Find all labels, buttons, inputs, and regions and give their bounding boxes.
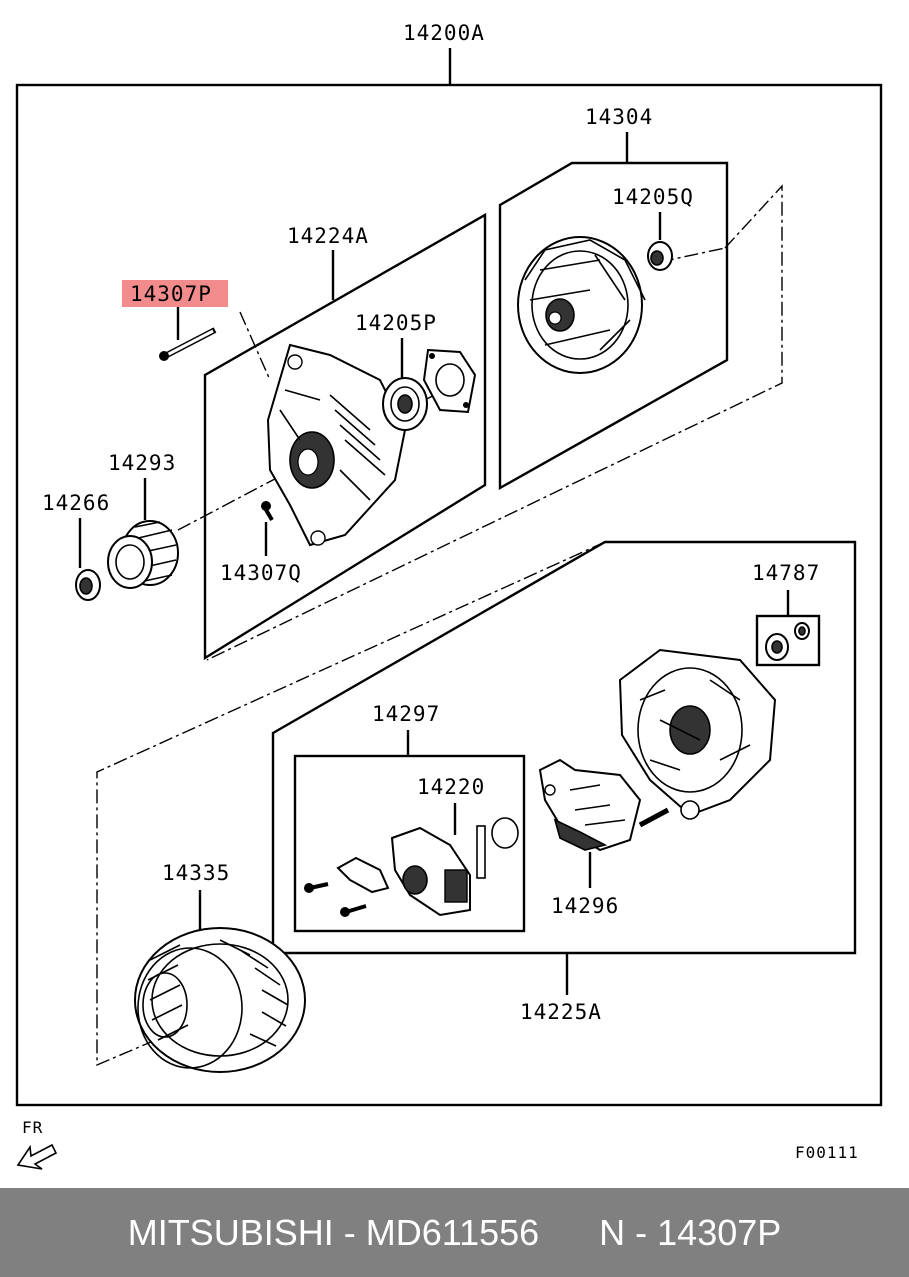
front-arrow-icon	[16, 1143, 58, 1170]
footer-bar: MITSUBISHI - MD611556 N - 14307P	[0, 1188, 909, 1277]
orientation-label: FR	[22, 1118, 43, 1137]
regulator-part	[538, 758, 670, 852]
figure-code: F00111	[795, 1143, 859, 1162]
front-bearing-part	[382, 377, 428, 431]
stator-part	[134, 927, 306, 1073]
label-14200A[interactable]: 14200A	[403, 21, 485, 45]
label-14220[interactable]: 14220	[417, 775, 485, 799]
label-14296[interactable]: 14296	[551, 894, 619, 918]
rear-housing-part	[517, 236, 646, 374]
label-14335[interactable]: 14335	[162, 861, 230, 885]
label-14224A[interactable]: 14224A	[287, 224, 369, 248]
rear-bearing-part	[647, 241, 673, 271]
through-bolt-part	[159, 327, 217, 361]
rear-bracket-part	[618, 648, 777, 820]
box-14304	[498, 161, 729, 491]
label-14205Q[interactable]: 14205Q	[612, 185, 694, 209]
front-housing-part	[266, 343, 407, 547]
label-14225A[interactable]: 14225A	[520, 1000, 602, 1024]
label-14297[interactable]: 14297	[372, 702, 440, 726]
label-14266[interactable]: 14266	[42, 491, 110, 515]
label-14307P[interactable]: 14307P	[130, 282, 212, 306]
retainer-plate-part	[422, 348, 477, 414]
box-14225A	[271, 540, 857, 955]
pulley-part	[107, 520, 179, 589]
terminal-kit-part	[765, 622, 810, 661]
screw-part	[261, 501, 274, 522]
box-14297	[293, 754, 526, 933]
label-14787[interactable]: 14787	[752, 561, 820, 585]
label-14293[interactable]: 14293	[108, 451, 176, 475]
label-14205P[interactable]: 14205P	[355, 311, 437, 335]
box-14787	[755, 614, 821, 667]
pulley-nut-part	[75, 569, 101, 601]
label-14304[interactable]: 14304	[585, 105, 653, 129]
footer-text: MITSUBISHI - MD611556 N - 14307P	[127, 1211, 782, 1253]
brush-holder-part	[304, 817, 519, 917]
highlight-14307P	[122, 280, 228, 307]
label-14307Q[interactable]: 14307Q	[220, 561, 302, 585]
box-14224A	[203, 212, 487, 661]
exploded-parts-diagram: 14200A 14304 14205Q 14224A	[15, 21, 883, 1170]
